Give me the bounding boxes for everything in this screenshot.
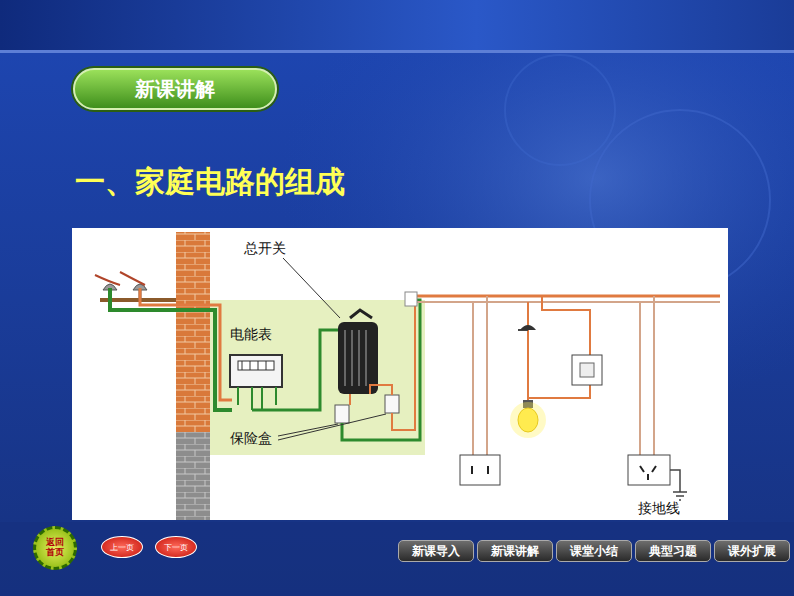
part-label: 总开关 [244,240,286,258]
next-button: 下一页 [155,536,197,558]
nav-button: 课外扩展 [714,540,790,562]
button-text: 新课讲解 [135,76,215,103]
button-text: 典型习题 [649,543,697,560]
button-text: 新课讲解 [491,543,539,560]
prev-button: 上一页 [101,536,143,558]
nav-button: 典型习题 [635,540,711,562]
nav-button: 新课讲解 [477,540,553,562]
panel [72,228,728,520]
part-label: 保险盒 [230,430,272,448]
section-tab: 新课讲解 [73,68,277,110]
button-text: 课堂小结 [570,543,618,560]
button-text: 新课导入 [412,543,460,560]
home-button: 返回首页 [33,526,77,570]
button-text: 下一页 [164,542,188,553]
part-label: 接地线 [638,500,680,518]
button-text: 返回首页 [44,538,66,558]
slide-title: 一、家庭电路的组成 [75,162,345,203]
part-label: 电能表 [230,326,272,344]
button-text: 课外扩展 [728,543,776,560]
nav-button: 新课导入 [398,540,474,562]
button-text: 上一页 [110,542,134,553]
nav-button: 课堂小结 [556,540,632,562]
